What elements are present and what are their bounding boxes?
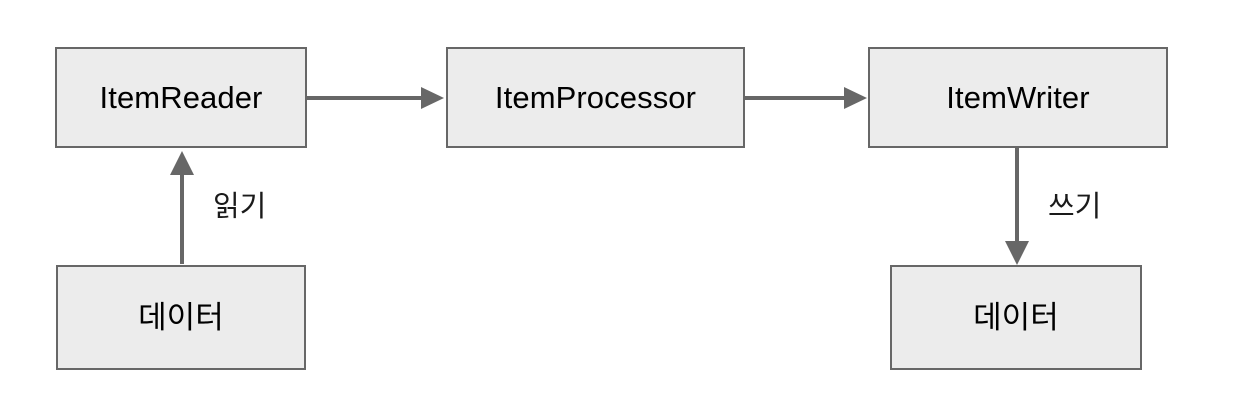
edge-processor-to-writer — [745, 87, 867, 109]
node-item-reader-label: ItemReader — [99, 80, 263, 115]
edge-reader-to-processor — [307, 87, 444, 109]
node-item-writer[interactable]: ItemWriter — [868, 47, 1168, 148]
node-source-data-label: 데이터 — [138, 300, 224, 335]
node-source-data[interactable]: 데이터 — [56, 265, 306, 370]
node-item-processor-label: ItemProcessor — [494, 80, 697, 115]
node-target-data-label: 데이터 — [973, 300, 1059, 335]
edge-writer-to-data — [1005, 148, 1029, 265]
node-target-data[interactable]: 데이터 — [890, 265, 1142, 370]
edge-data-to-reader — [170, 151, 194, 264]
edge-label-write: 쓰기 — [1048, 191, 1102, 223]
node-item-writer-label: ItemWriter — [946, 80, 1090, 115]
node-item-processor[interactable]: ItemProcessor — [446, 47, 745, 148]
node-item-reader[interactable]: ItemReader — [55, 47, 307, 148]
edge-label-read: 읽기 — [213, 191, 267, 223]
